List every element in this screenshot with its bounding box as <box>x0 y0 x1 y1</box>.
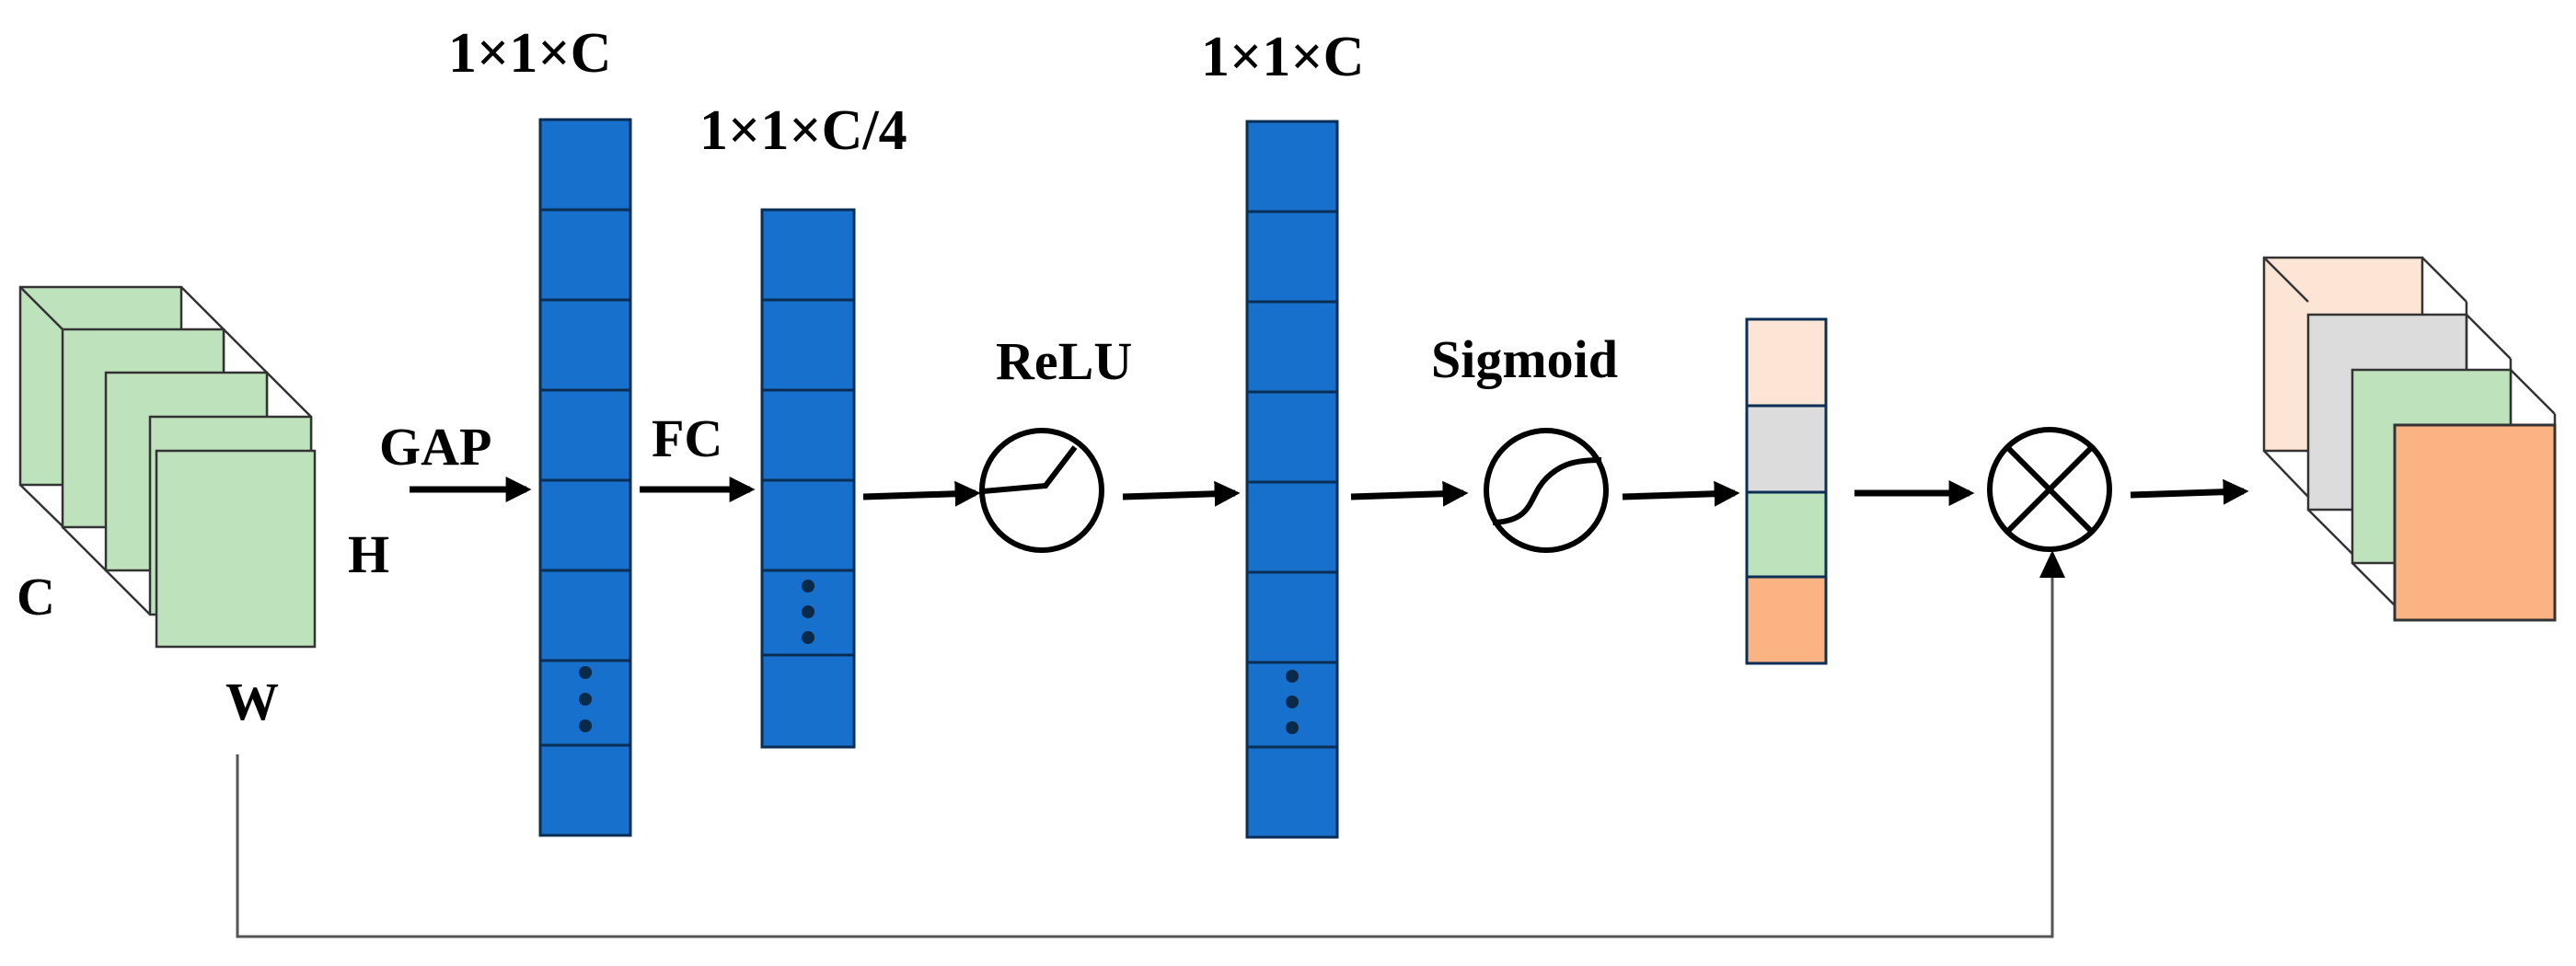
first-vector-dim-label: 1×1×C <box>448 22 611 85</box>
relu-curve-icon <box>979 428 1104 553</box>
vector-cell <box>760 388 856 482</box>
vector-cell <box>1245 120 1339 213</box>
weight-cell-orange <box>1745 575 1828 665</box>
gap-label: GAP <box>379 417 491 477</box>
output-feature-map <box>2262 256 2557 622</box>
vector-cell <box>538 743 632 837</box>
skip-connection <box>236 550 2065 938</box>
sigmoid-label: Sigmoid <box>1431 329 1618 389</box>
input-h-label: H <box>348 524 389 584</box>
vector-cell <box>1245 480 1339 574</box>
vector-cell <box>760 478 856 572</box>
vector-cell <box>538 569 632 662</box>
vector-cell <box>1245 570 1339 664</box>
vector-cell <box>760 208 856 302</box>
input-c-label: C <box>17 567 55 627</box>
multiply-circle-icon <box>1987 427 2112 552</box>
relu-out-arrow <box>1122 480 1241 507</box>
second-vector-dim-label: 1×1×C <box>1201 26 1364 88</box>
fc-label: FC <box>652 408 722 468</box>
weight-cell-gray <box>1745 404 1828 494</box>
to-relu-arrow <box>862 480 981 507</box>
input-slice <box>148 415 317 649</box>
channel-weight-vector <box>1745 317 1828 665</box>
to-output-arrow <box>2130 478 2249 505</box>
weight-cell-green <box>1745 490 1828 579</box>
ellipsis-dots <box>579 666 592 732</box>
sigmoid-curve-icon <box>1484 428 1609 553</box>
ellipsis-dots <box>1286 670 1299 734</box>
vector-cell <box>1245 300 1339 394</box>
weight-cell-peach <box>1745 317 1828 408</box>
ellipsis-dots <box>802 580 814 644</box>
reduced-channel-vector <box>760 208 856 749</box>
relu-label: ReLU <box>996 331 1132 391</box>
vector-cell <box>1245 745 1339 839</box>
vector-cell <box>1245 210 1339 304</box>
vector-cell <box>538 478 632 572</box>
vector-cell <box>760 653 856 749</box>
vector-cell <box>538 208 632 302</box>
input-feature-map <box>18 285 317 649</box>
vector-cell <box>538 388 632 482</box>
vector-cell <box>538 298 632 392</box>
to-sigmoid-arrow <box>1350 480 1469 507</box>
input-w-label: W <box>225 672 279 731</box>
to-weights-arrow <box>1622 480 1740 507</box>
output-slice-orange <box>2393 423 2557 622</box>
reduced-vector-dim-label: 1×1×C/4 <box>699 99 907 162</box>
second-channel-vector <box>1245 120 1339 839</box>
vector-cell <box>760 298 856 392</box>
vector-cell <box>538 118 632 212</box>
first-channel-vector <box>538 118 632 837</box>
vector-cell <box>1245 390 1339 484</box>
